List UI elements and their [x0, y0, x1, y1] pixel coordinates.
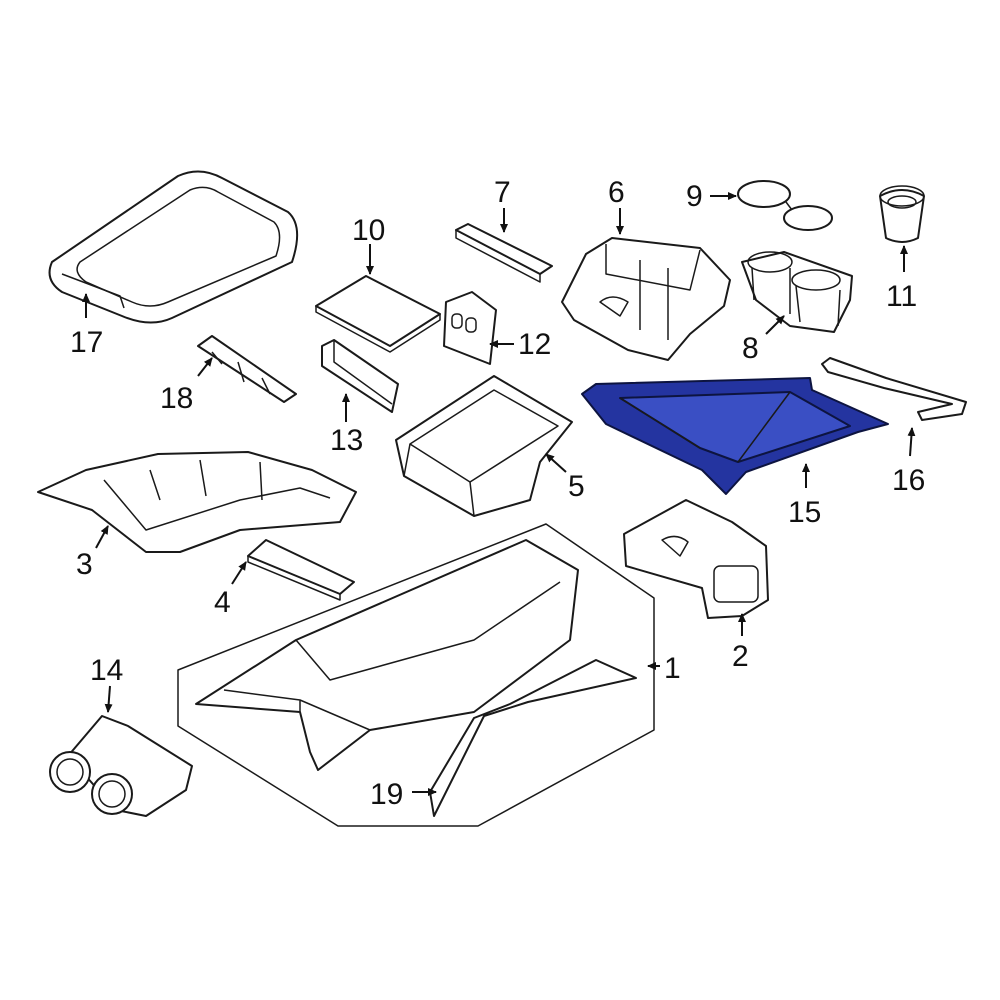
- callout-18[interactable]: 18: [160, 382, 193, 415]
- callout-3[interactable]: 3: [76, 548, 93, 581]
- callout-4[interactable]: 4: [214, 586, 231, 619]
- part-1-console-body[interactable]: [195, 539, 579, 771]
- leader-lines: [82, 192, 916, 796]
- part-4-trim-bracket[interactable]: [247, 539, 355, 601]
- callout-5[interactable]: 5: [568, 470, 585, 503]
- callout-10[interactable]: 10: [352, 214, 385, 247]
- part-7-trim-strip[interactable]: [455, 223, 553, 283]
- part-8-cupholder[interactable]: [741, 251, 853, 333]
- callout-2[interactable]: 2: [732, 640, 749, 673]
- callout-11[interactable]: 11: [886, 280, 917, 313]
- part-17-armrest-lid[interactable]: [48, 170, 299, 324]
- part-14-air-duct[interactable]: [49, 715, 193, 817]
- part-18-hinge[interactable]: [197, 335, 297, 403]
- callout-12[interactable]: 12: [518, 328, 551, 361]
- part-1-console-group: [177, 523, 655, 827]
- part-13-panel[interactable]: [321, 339, 399, 413]
- callout-14[interactable]: 14: [90, 654, 123, 687]
- part-15-tray-frame-highlighted[interactable]: [581, 377, 889, 495]
- callout-labels: 1 2 3 4 5 6 7 8 9 10 11 12 13 14 15 16 1…: [70, 176, 925, 811]
- part-3-base-frame[interactable]: [37, 451, 357, 553]
- part-9-cupholder-mat[interactable]: [737, 180, 833, 231]
- callout-6[interactable]: 6: [608, 176, 625, 209]
- callout-16[interactable]: 16: [892, 464, 925, 497]
- callout-9[interactable]: 9: [686, 180, 703, 213]
- callout-17[interactable]: 17: [70, 326, 103, 359]
- part-11-cup-insert[interactable]: [879, 185, 925, 243]
- part-5-storage-bin[interactable]: [395, 375, 573, 517]
- part-16-rail[interactable]: [821, 357, 967, 421]
- part-6-shifter-housing[interactable]: [561, 237, 731, 361]
- part-12-bracket[interactable]: [443, 291, 497, 365]
- callout-13[interactable]: 13: [330, 424, 363, 457]
- callout-8[interactable]: 8: [742, 332, 759, 365]
- callout-19[interactable]: 19: [370, 778, 403, 811]
- callout-1[interactable]: 1: [664, 652, 681, 685]
- part-10-storage-mat[interactable]: [315, 275, 441, 353]
- callout-7[interactable]: 7: [494, 176, 511, 209]
- callout-15[interactable]: 15: [788, 496, 821, 529]
- part-2-bezel[interactable]: [623, 499, 769, 619]
- part-19-side-panel[interactable]: [429, 659, 637, 817]
